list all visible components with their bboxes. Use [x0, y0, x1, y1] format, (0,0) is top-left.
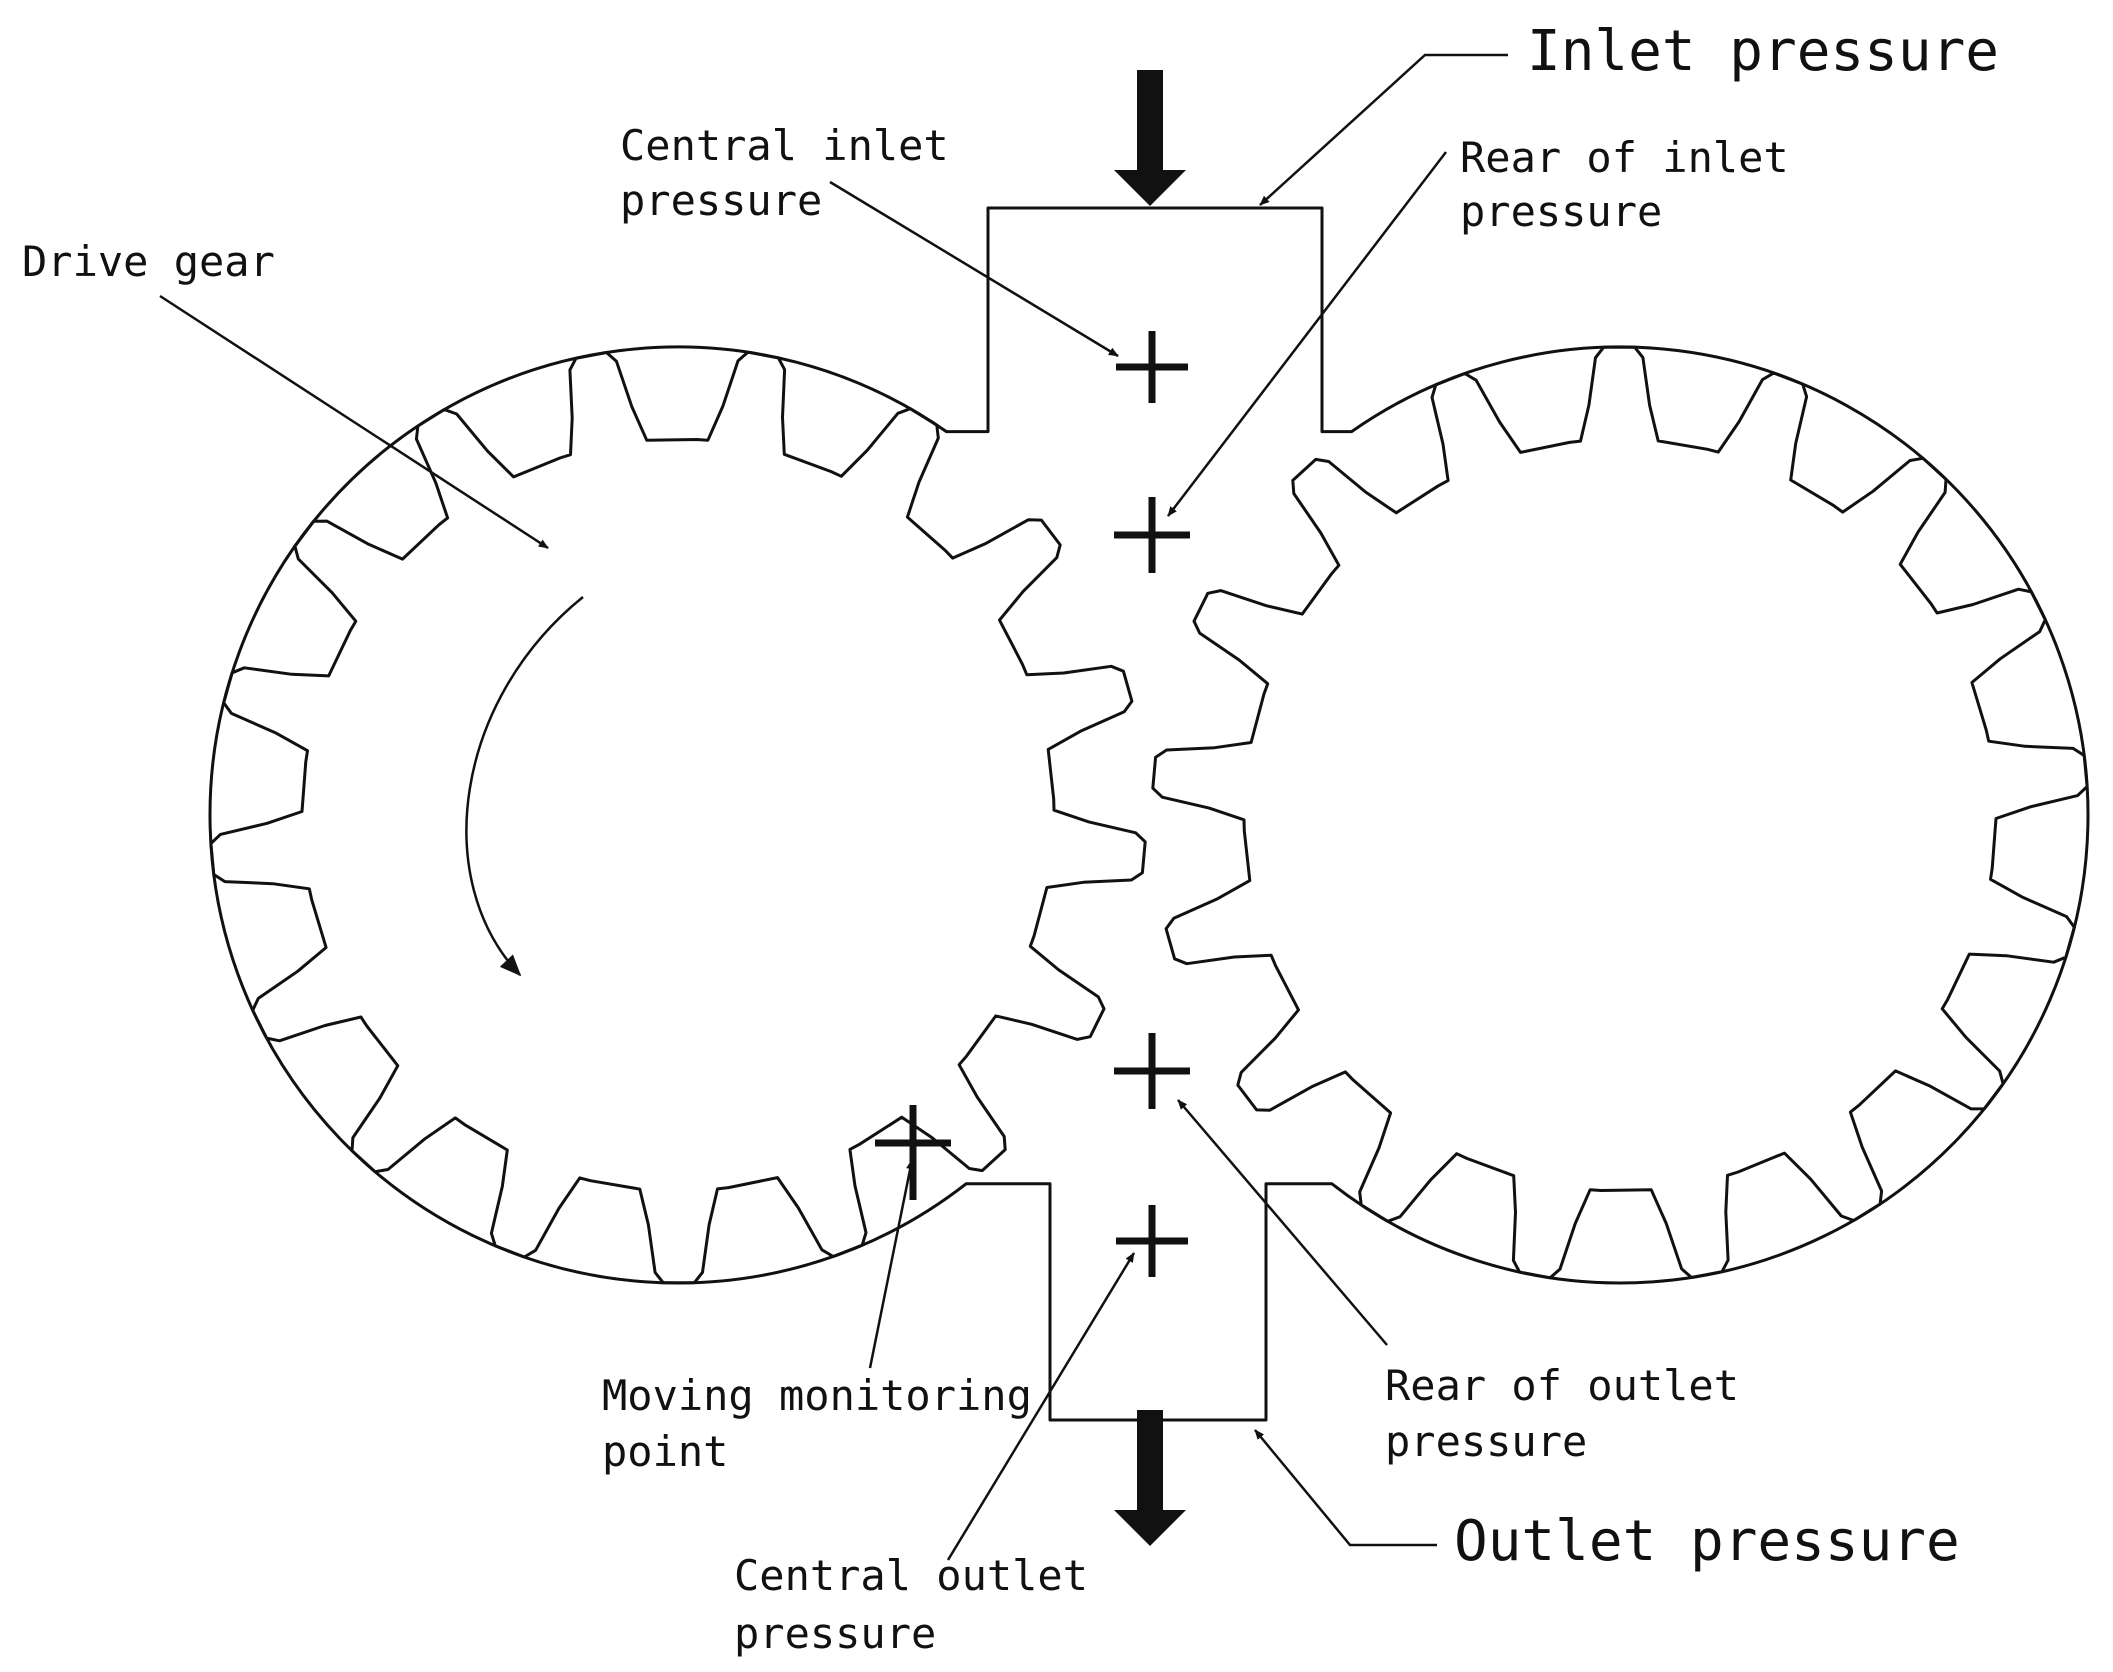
central-inlet-label-line2: pressure	[620, 176, 822, 225]
rear-inlet-label-line2: pressure	[1460, 187, 1662, 236]
inlet-pressure-label: Inlet pressure	[1527, 19, 1999, 84]
moving-point-leader	[868, 1159, 915, 1369]
central-outlet-label-line2: pressure	[734, 1609, 936, 1658]
rear-inlet-marker	[1114, 497, 1190, 573]
drive-gear-leader	[159, 294, 549, 550]
rear-outlet-label: Rear of outlet	[1385, 1361, 1739, 1410]
central-inlet-label: Central inlet	[620, 121, 949, 170]
rear-inlet-label: Rear of inlet	[1460, 133, 1789, 182]
drive-gear-label: Drive gear	[22, 237, 275, 286]
rear-outlet-label-line2: pressure	[1385, 1417, 1587, 1466]
inlet-flow-arrow	[1114, 70, 1186, 206]
outlet-pressure-label: Outlet pressure	[1454, 1509, 1960, 1574]
moving-point-label-line2: point	[602, 1427, 728, 1476]
central-outlet-label: Central outlet	[734, 1551, 1088, 1600]
moving-point-label: Moving monitoring	[602, 1371, 1032, 1420]
moving-monitoring-marker	[875, 1105, 951, 1200]
central-inlet-marker	[1116, 331, 1188, 403]
inlet-pressure-leader	[1259, 53, 1508, 206]
outlet-flow-arrow	[1114, 1410, 1186, 1546]
rear-outlet-marker	[1114, 1033, 1190, 1109]
central-outlet-leader	[946, 1252, 1136, 1561]
drive-gear	[209, 350, 1147, 1285]
central-outlet-marker	[1116, 1205, 1188, 1277]
driven-gear	[1151, 345, 2089, 1280]
rear-inlet-leader	[1167, 151, 1447, 517]
rotation-arrow	[465, 596, 584, 977]
outlet-pressure-leader	[1254, 1429, 1437, 1547]
central-inlet-leader	[829, 180, 1119, 358]
rear-outlet-leader	[1177, 1099, 1388, 1346]
